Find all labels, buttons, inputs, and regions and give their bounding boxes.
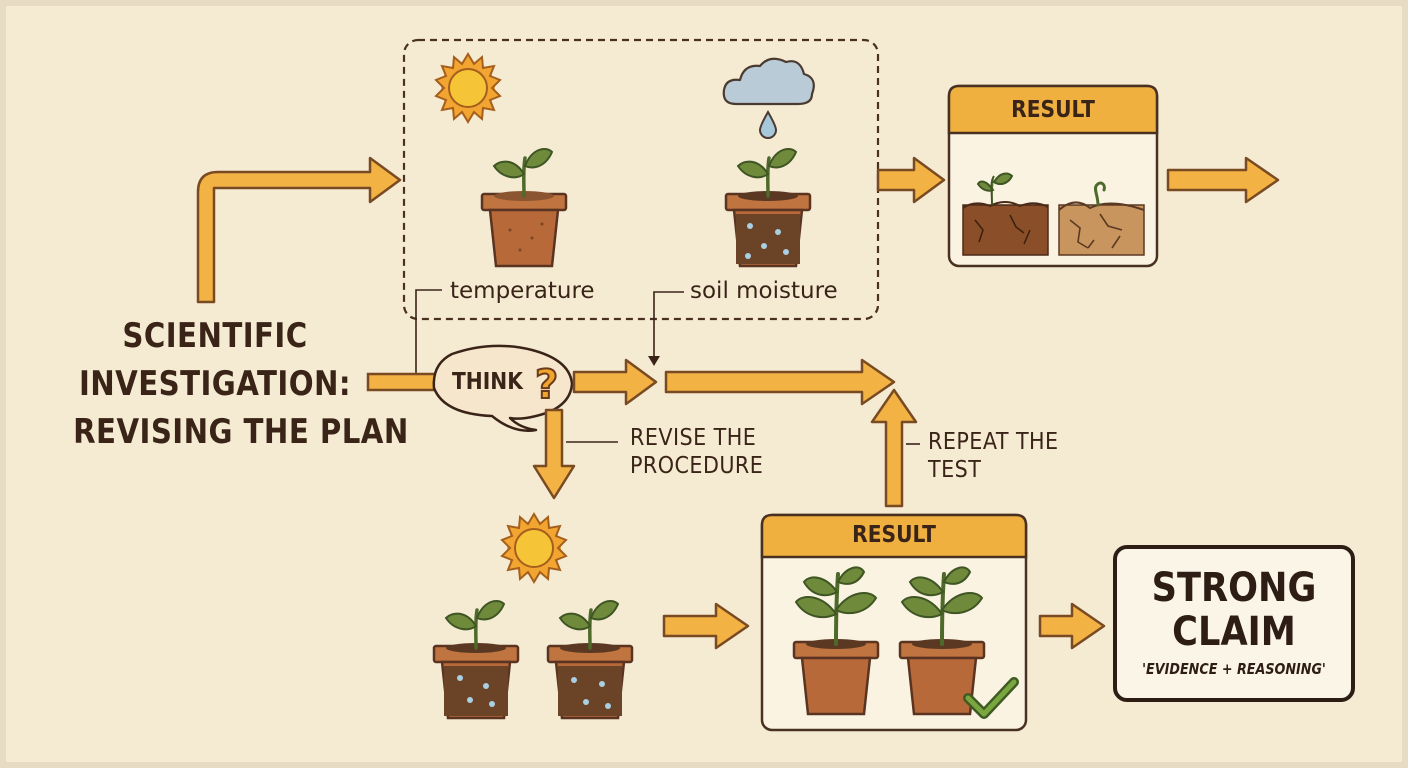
arrow-out-of-top-result xyxy=(1166,156,1280,204)
plant-pot-icon xyxy=(792,565,880,716)
soil-moisture-leader-arrowhead xyxy=(648,356,660,366)
checkmark-highlight xyxy=(965,679,1017,717)
plant-pot-icon xyxy=(546,599,634,720)
arrow-revise-down xyxy=(532,408,576,500)
claim-line-2: CLAIM xyxy=(1172,609,1296,655)
repeat-line-2: TEST xyxy=(928,457,982,483)
temperature-label: temperature xyxy=(450,278,595,304)
claim-subtitle: 'EVIDENCE + REASONING' xyxy=(1142,660,1326,678)
arrow-think-forward xyxy=(572,358,658,406)
plant-pot-icon xyxy=(432,599,520,720)
arrow-to-retest xyxy=(664,358,896,406)
arrow-to-claim xyxy=(1038,602,1106,650)
title-line-2: INVESTIGATION: xyxy=(78,364,352,404)
bottom-result-label: RESULT xyxy=(852,522,936,548)
claim-line-1: STRONG xyxy=(1151,565,1317,611)
diagram-title: SCIENTIFIC INVESTIGATION: REVISING THE P… xyxy=(73,312,409,456)
cracked-soil-icon xyxy=(962,172,1049,256)
question-mark-icon: ? xyxy=(535,362,558,408)
title-line-1: SCIENTIFIC xyxy=(122,316,308,356)
plant-pot-icon xyxy=(480,147,568,268)
temperature-leader-line xyxy=(415,289,442,376)
arrow-repeat-up xyxy=(870,388,918,508)
rain-cloud-icon xyxy=(722,57,815,139)
revise-procedure-label: REVISE THE PROCEDURE xyxy=(630,424,763,480)
soil-moisture-leader-line xyxy=(653,291,684,360)
strong-claim-box xyxy=(1113,545,1355,702)
arrow-to-bottom-result xyxy=(662,602,750,650)
bottom-result-banner xyxy=(760,513,1028,559)
think-label: THINK xyxy=(452,369,523,395)
thought-bubble-icon xyxy=(432,344,574,432)
cracked-soil-icon xyxy=(1058,181,1145,256)
plant-pot-icon xyxy=(724,147,812,268)
title-line-3: REVISING THE PLAN xyxy=(73,412,409,452)
arrow-from-title xyxy=(366,372,440,392)
repeat-line-1: REPEAT THE xyxy=(928,429,1059,455)
arrow-to-top-result xyxy=(876,156,946,204)
arrow-to-initial-test xyxy=(196,156,402,304)
soil-moisture-label: soil moisture xyxy=(690,278,838,304)
repeat-test-label: REPEAT THE TEST xyxy=(928,428,1059,484)
plant-pot-icon xyxy=(898,565,986,716)
top-result-label: RESULT xyxy=(1011,97,1095,123)
strong-claim-title: STRONG CLAIM xyxy=(1132,566,1336,654)
top-result-banner xyxy=(947,84,1159,135)
revise-line-1: REVISE THE xyxy=(630,425,757,451)
revise-line-2: PROCEDURE xyxy=(630,453,764,479)
